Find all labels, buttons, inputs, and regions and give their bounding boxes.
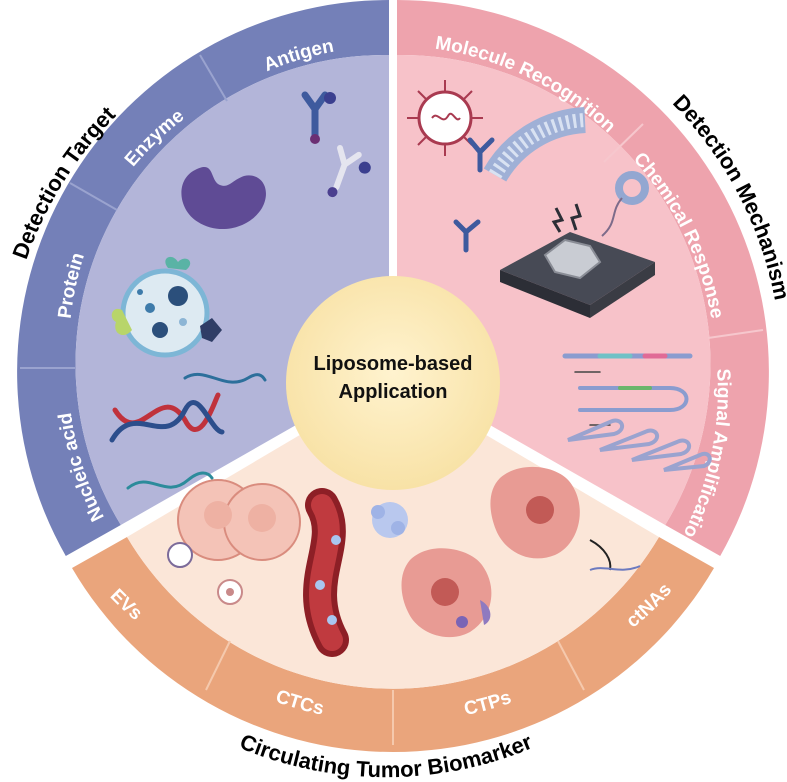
target-band-dividers: [20, 54, 228, 369]
blood-vessel-icon: [303, 488, 349, 657]
center-title-line2: Application: [338, 381, 448, 403]
tumor-cell-icon: [177, 479, 301, 561]
protein-vesicle-icon: [111, 256, 222, 358]
antibody-icon: [301, 91, 336, 144]
center-title: Liposome-based Application: [293, 350, 493, 406]
outer-band-ring: [17, 0, 769, 753]
biomarker-band: [72, 537, 714, 753]
center-title-line1: Liposome-based: [313, 353, 473, 375]
antibody-icon: [327, 145, 371, 198]
target-band: [17, 0, 389, 556]
center-hub: [286, 276, 500, 490]
extracellular-vesicle-icon: [167, 542, 243, 605]
microchip-icon: [500, 171, 655, 318]
liposome-antibody-icon: [407, 80, 587, 253]
mechanism-band-dividers: [603, 123, 764, 339]
necrotic-cell-icon: [490, 466, 641, 571]
dna-helix-icon: [109, 372, 267, 490]
enzyme-icon: [181, 167, 266, 230]
mechanism-band: [397, 0, 769, 556]
apoptotic-cell-icon: [401, 548, 492, 638]
biomarker-band-dividers: [205, 640, 585, 745]
ctc-cluster-icon: [371, 502, 408, 538]
hairpin-probe-icon: [562, 353, 712, 472]
